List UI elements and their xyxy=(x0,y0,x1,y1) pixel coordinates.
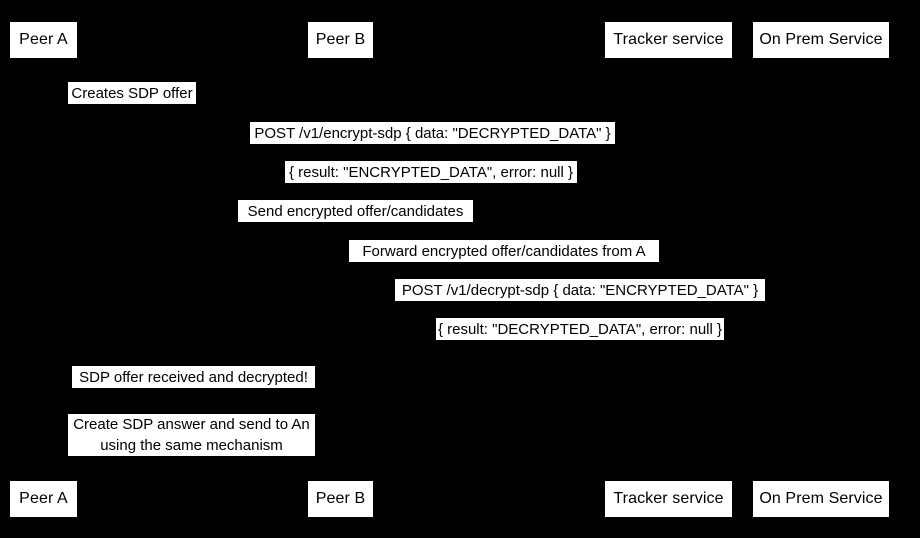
lifeline-tracker-service xyxy=(668,57,669,473)
message-decrypt-sdp-result-label: { result: "DECRYPTED_DATA", error: null … xyxy=(437,320,723,338)
participant-tracker-service-top-label: Tracker service xyxy=(613,31,724,48)
message-encrypt-sdp-result: { result: "ENCRYPTED_DATA", error: null … xyxy=(285,161,577,183)
participant-on-prem-service-bottom[interactable]: On Prem Service xyxy=(753,481,889,517)
message-forward-encrypted-offer: Forward encrypted offer/candidates from … xyxy=(349,240,659,262)
message-send-encrypted-offer: Send encrypted offer/candidates xyxy=(238,200,473,222)
message-create-sdp-answer-line-1: Create SDP answer and send to An xyxy=(73,416,310,433)
participant-tracker-service-bottom-label: Tracker service xyxy=(613,490,724,507)
participant-on-prem-service-top[interactable]: On Prem Service xyxy=(753,22,889,58)
participant-peer-a-top-label: Peer A xyxy=(19,31,68,48)
message-post-decrypt-sdp-label: POST /v1/decrypt-sdp { data: "ENCRYPTED_… xyxy=(401,281,759,299)
message-post-encrypt-sdp-label: POST /v1/encrypt-sdp { data: "DECRYPTED_… xyxy=(254,124,611,142)
lifeline-peer-b xyxy=(340,57,341,473)
message-sdp-offer-received-label: SDP offer received and decrypted! xyxy=(79,368,308,386)
lifeline-peer-a xyxy=(43,57,44,473)
lifeline-on-prem-service xyxy=(821,57,822,473)
participant-peer-b-top[interactable]: Peer B xyxy=(308,22,373,58)
message-create-sdp-answer: Create SDP answer and send to An using t… xyxy=(68,414,315,456)
participant-peer-b-bottom-label: Peer B xyxy=(315,490,366,507)
message-send-encrypted-offer-label: Send encrypted offer/candidates xyxy=(247,202,464,220)
participant-peer-b-top-label: Peer B xyxy=(315,31,366,48)
participant-peer-a-top[interactable]: Peer A xyxy=(10,22,77,58)
participant-on-prem-service-bottom-label: On Prem Service xyxy=(759,490,883,507)
participant-peer-b-bottom[interactable]: Peer B xyxy=(308,481,373,517)
message-post-decrypt-sdp: POST /v1/decrypt-sdp { data: "ENCRYPTED_… xyxy=(395,279,765,301)
message-creates-sdp-offer: Creates SDP offer xyxy=(68,82,196,104)
message-post-encrypt-sdp: POST /v1/encrypt-sdp { data: "DECRYPTED_… xyxy=(250,122,615,144)
participant-peer-a-bottom[interactable]: Peer A xyxy=(10,481,77,517)
participant-tracker-service-bottom[interactable]: Tracker service xyxy=(605,481,732,517)
message-creates-sdp-offer-label: Creates SDP offer xyxy=(71,84,193,102)
participant-tracker-service-top[interactable]: Tracker service xyxy=(605,22,732,58)
message-create-sdp-answer-line-2: using the same mechanism xyxy=(100,437,283,454)
message-encrypt-sdp-result-label: { result: "ENCRYPTED_DATA", error: null … xyxy=(288,163,574,181)
participant-peer-a-bottom-label: Peer A xyxy=(19,490,68,507)
message-forward-encrypted-offer-label: Forward encrypted offer/candidates from … xyxy=(362,242,646,260)
participant-on-prem-service-top-label: On Prem Service xyxy=(759,31,883,48)
message-sdp-offer-received: SDP offer received and decrypted! xyxy=(72,366,315,388)
message-decrypt-sdp-result: { result: "DECRYPTED_DATA", error: null … xyxy=(436,318,724,340)
